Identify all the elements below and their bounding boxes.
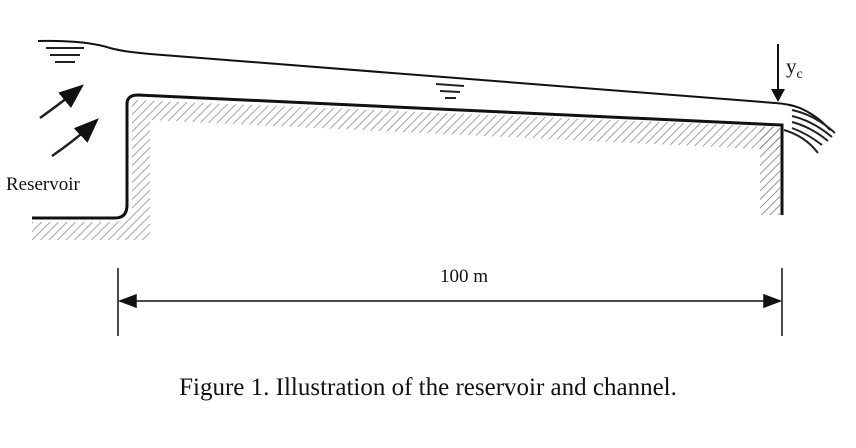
critical-depth-symbol: y: [786, 54, 797, 78]
water-level-symbol-reservoir: [46, 47, 84, 63]
figure-caption: Figure 1. Illustration of the reservoir …: [179, 374, 677, 401]
channel-length-label: 100 m: [440, 266, 489, 287]
reservoir-label: Reservoir: [6, 174, 80, 195]
flow-arrows: [39, 84, 99, 158]
channel-bed-hatching: [32, 100, 780, 240]
critical-depth-arrow: [771, 44, 785, 102]
critical-depth-subscript: c: [796, 67, 803, 83]
critical-depth-label: yc: [786, 54, 803, 83]
water-surface: [37, 39, 831, 131]
water-level-symbol-channel: [435, 83, 465, 99]
length-dimension: [117, 268, 783, 336]
nappe-flow-lines: [783, 109, 836, 154]
channel-bed: [32, 93, 784, 220]
